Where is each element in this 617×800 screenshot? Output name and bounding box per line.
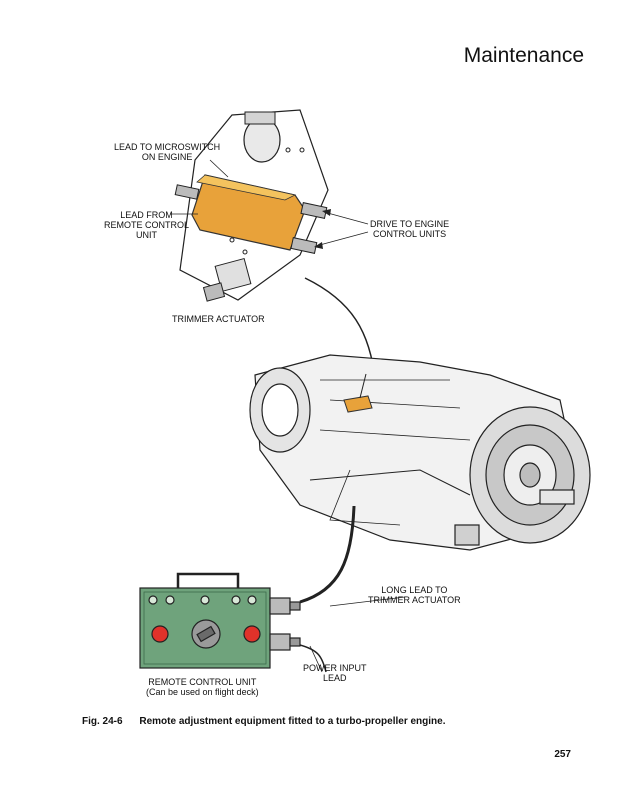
clamp-lug xyxy=(244,111,276,125)
turboprop-engine xyxy=(249,354,591,551)
connector-right-lower xyxy=(290,237,318,254)
power-lead xyxy=(299,644,327,673)
long-lead xyxy=(299,505,356,604)
label-drive-engine: DRIVE TO ENGINE CONTROL UNITS xyxy=(370,219,450,239)
lamp-right xyxy=(243,625,261,643)
label-lead-microswitch: LEAD TO MICROSWITCH ON ENGINE xyxy=(114,142,221,162)
figure-number: Fig. 24-6 xyxy=(82,716,123,727)
lamp-left xyxy=(151,625,169,643)
microswitch-clamp xyxy=(243,117,281,163)
figure-caption-text: Remote adjustment equipment fitted to a … xyxy=(139,716,446,727)
page-number: 257 xyxy=(554,749,571,760)
trimmer-actuator-body xyxy=(214,257,252,293)
label-trimmer-actuator: TRIMMER ACTUATOR xyxy=(172,314,265,324)
figure-caption: Fig. 24-6 Remote adjustment equipment fi… xyxy=(82,716,446,727)
page-header-title: Maintenance xyxy=(463,44,584,67)
label-long-lead: LONG LEAD TO TRIMMER ACTUATOR xyxy=(368,585,461,605)
connector-left xyxy=(174,184,200,200)
remote-control-unit xyxy=(139,572,301,669)
label-power-input: POWER INPUT LEAD xyxy=(303,663,367,683)
label-lead-remote: LEAD FROM REMOTE CONTROL UNIT xyxy=(104,210,190,240)
label-remote-unit: REMOTE CONTROL UNIT (Can be used on flig… xyxy=(146,677,259,697)
